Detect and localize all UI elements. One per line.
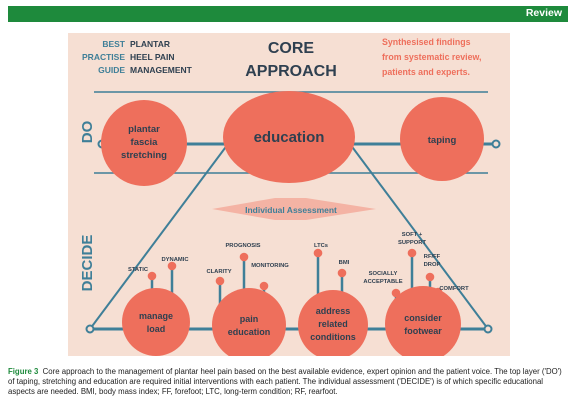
- taping-node: taping: [400, 97, 484, 181]
- ltcs-label: LTCs: [314, 243, 328, 249]
- decide-line-start-marker: [85, 324, 95, 334]
- do-layer-label: DO: [79, 120, 96, 143]
- consider-footwear-line-1: consider: [404, 313, 442, 323]
- rfff-tip: [425, 272, 435, 282]
- do-line-end-marker: [491, 139, 501, 149]
- rfff-label-1: RF/FF: [424, 254, 441, 260]
- consider-footwear-line-2: footwear: [404, 326, 442, 336]
- decide-branch-tips: [147, 248, 443, 298]
- stretching-line-3: stretching: [121, 150, 167, 161]
- synth-line-3: patients and experts.: [382, 67, 470, 77]
- dynamic-tip: [167, 261, 177, 271]
- taping-label: taping: [428, 135, 457, 146]
- caption-text: Core approach to the management of plant…: [8, 367, 562, 396]
- socially-tip: [391, 288, 401, 298]
- decide-layer-label: DECIDE: [79, 235, 96, 292]
- static-label: STATIC: [128, 267, 149, 273]
- address-conditions-line-1: address: [316, 306, 351, 316]
- rfff-label-2: DROP: [424, 262, 441, 268]
- bpg-practise: PRACTISE: [82, 52, 125, 62]
- decide-line-end-marker: [483, 324, 493, 334]
- bpg-best: BEST: [102, 39, 125, 49]
- dynamic-label: DYNAMIC: [161, 257, 189, 263]
- soft-label-2: SUPPORT: [398, 240, 426, 246]
- individual-assessment-banner: Individual Assessment: [212, 198, 376, 220]
- core-approach-figure: BEST PRACTISE GUIDE PLANTAR HEEL PAIN MA…: [79, 37, 501, 356]
- manage-load-line-1: manage: [139, 311, 173, 321]
- caption-label: Figure 3: [8, 367, 39, 376]
- education-label: education: [254, 129, 325, 146]
- clarity-tip: [215, 276, 225, 286]
- manage-load-node: manage load: [122, 288, 190, 356]
- left-funnel-line: [89, 143, 229, 330]
- prognosis-label: PROGNOSIS: [225, 243, 260, 249]
- comfort-label: COMFORT: [439, 286, 469, 292]
- ltcs-tip: [313, 248, 323, 258]
- soft-tip: [407, 248, 417, 258]
- title-core: CORE: [268, 40, 315, 57]
- synth-line-2: from systematic review,: [382, 52, 481, 62]
- individual-assessment-label: Individual Assessment: [245, 205, 337, 215]
- right-funnel-line: [349, 143, 489, 330]
- consider-footwear-node: consider footwear: [385, 286, 461, 356]
- manage-load-line-2: load: [147, 324, 166, 334]
- monitoring-tip: [259, 281, 269, 291]
- bmi-label: BMI: [339, 260, 350, 266]
- bmi-tip: [337, 268, 347, 278]
- education-node: education: [223, 91, 355, 183]
- figure-caption: Figure 3 Core approach to the management…: [8, 367, 568, 397]
- stretching-line-1: plantar: [128, 124, 160, 135]
- pain-education-node: pain education: [212, 288, 286, 356]
- topic-plantar: PLANTAR: [130, 39, 170, 49]
- title-approach: APPROACH: [245, 63, 337, 80]
- topic-management: MANAGEMENT: [130, 65, 193, 75]
- socially-label-1: SOCIALLY: [369, 271, 398, 277]
- section-label: Review: [525, 7, 562, 19]
- address-conditions-node: address related conditions: [298, 290, 368, 356]
- address-conditions-line-3: conditions: [310, 332, 356, 342]
- clarity-label: CLARITY: [206, 269, 231, 275]
- address-conditions-line-2: related: [318, 319, 348, 329]
- stretching-line-2: fascia: [131, 137, 159, 148]
- soft-label-1: SOFT +: [402, 232, 423, 238]
- socially-label-2: ACCEPTABLE: [363, 279, 402, 285]
- prognosis-tip: [239, 252, 249, 262]
- pain-education-line-2: education: [228, 327, 271, 337]
- static-tip: [147, 271, 157, 281]
- section-banner: Review: [8, 6, 568, 22]
- pain-education-line-1: pain: [240, 314, 259, 324]
- monitoring-label: MONITORING: [251, 263, 289, 269]
- topic-heel-pain: HEEL PAIN: [130, 52, 175, 62]
- synth-line-1: Synthesised findings: [382, 37, 471, 47]
- bpg-guide: GUIDE: [98, 65, 125, 75]
- stretching-node: plantar fascia stretching: [101, 100, 187, 186]
